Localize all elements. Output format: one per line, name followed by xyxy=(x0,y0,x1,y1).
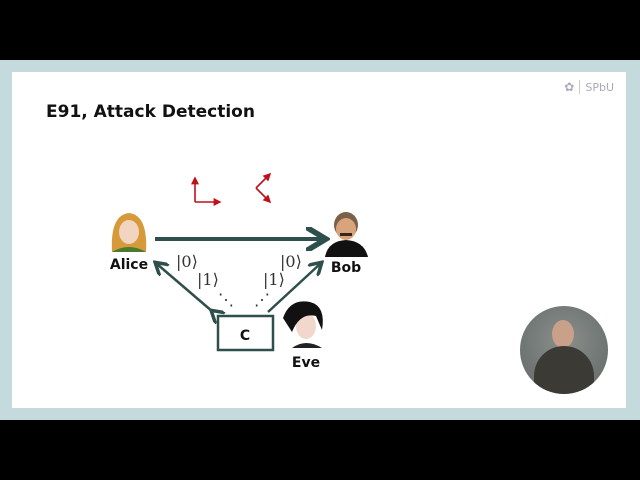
slide-title: E91, Attack Detection xyxy=(46,102,255,122)
ket-left-1: |1⟩ xyxy=(197,270,219,289)
eve-avatar xyxy=(283,301,323,348)
source-bob-arrow xyxy=(267,264,320,313)
source-box xyxy=(216,314,275,352)
eve-label: Eve xyxy=(292,355,320,371)
logo-text: SPbU xyxy=(585,80,614,94)
presenter-video xyxy=(520,306,608,394)
ket-left-0: |0⟩ xyxy=(176,252,198,271)
bob-label: Bob xyxy=(331,260,361,276)
logo: ✿ SPbU xyxy=(564,80,614,94)
alice-label: Alice xyxy=(110,257,148,273)
ket-right-0: |0⟩ xyxy=(280,252,302,271)
source-alice-arrow xyxy=(157,264,213,312)
source-label: C xyxy=(240,328,250,344)
dots-right: ⋰ xyxy=(254,290,270,309)
ket-right-1: |1⟩ xyxy=(263,270,285,289)
university-crest-icon: ✿ xyxy=(564,80,575,94)
alice-avatar xyxy=(111,213,147,252)
bob-avatar xyxy=(325,212,368,257)
dots-left: ⋱ xyxy=(218,290,234,309)
diagonal-basis-icon xyxy=(255,172,272,204)
rectilinear-basis-icon xyxy=(191,176,222,206)
logo-divider xyxy=(579,80,581,94)
